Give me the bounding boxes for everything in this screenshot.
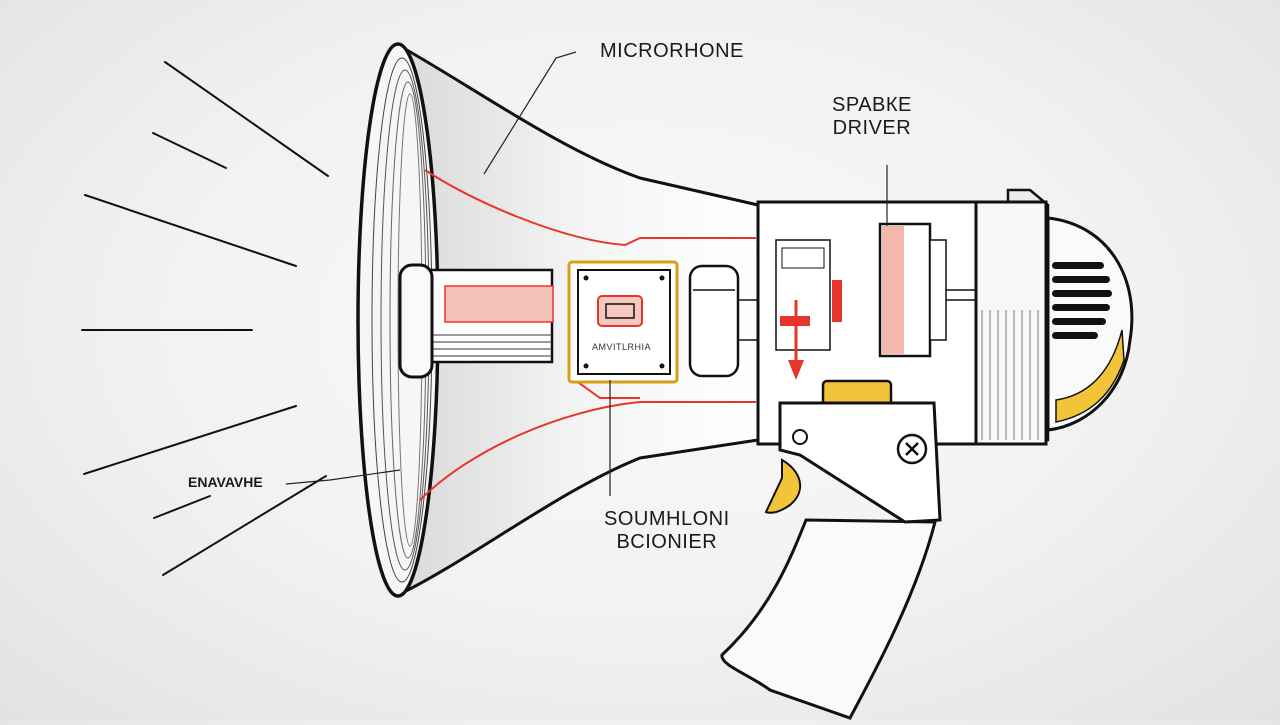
label-driver-line1: SPAВКE xyxy=(832,94,912,116)
label-amplifier-line1: SOUMHLONI xyxy=(604,508,730,530)
label-driver: SPAВКE DRIVER xyxy=(832,94,912,140)
horn-throat-tube xyxy=(398,263,554,379)
label-circuit-board: AMVITLRHIA xyxy=(592,342,652,352)
driver-internals xyxy=(775,222,976,380)
leader-lines xyxy=(285,51,888,496)
speaker-cap xyxy=(1046,216,1134,432)
label-amplifier: SOUMHLONI BCIONIER xyxy=(604,508,730,554)
sound-wave-lines xyxy=(81,61,329,576)
circuit-board xyxy=(567,260,679,384)
label-microphone: MICRORHONE xyxy=(600,40,744,62)
label-driver-line2: DRIVER xyxy=(832,117,912,139)
handle-assembly xyxy=(720,379,942,720)
label-horn: ENAVAVHE xyxy=(188,474,263,490)
label-amplifier-line2: BCIONIER xyxy=(616,531,718,553)
capacitor-module xyxy=(688,264,760,378)
